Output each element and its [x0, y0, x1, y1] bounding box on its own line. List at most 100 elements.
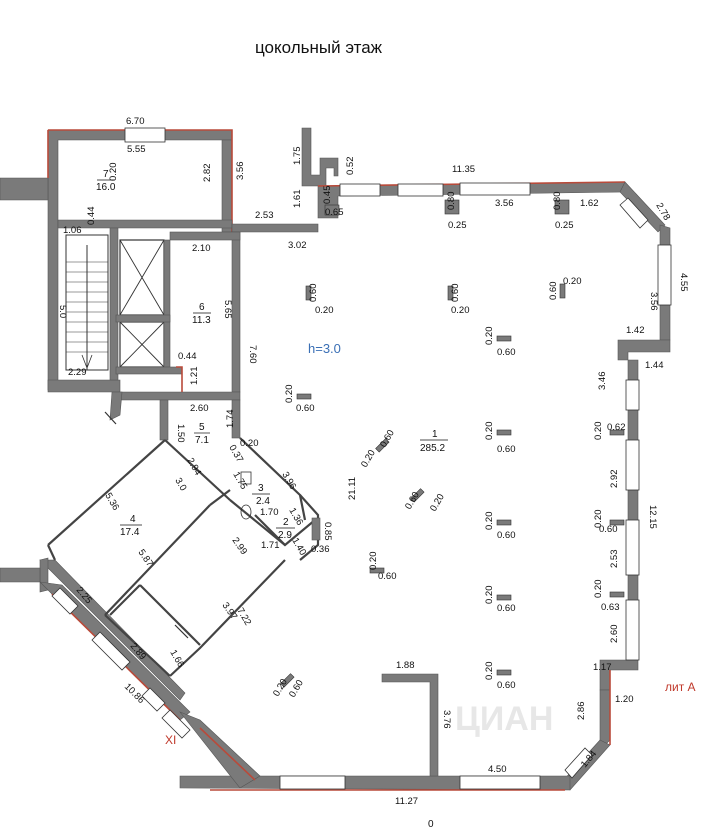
dim: 2.29 [68, 367, 87, 378]
column-label: 0.20 [451, 305, 470, 316]
dim: 12.15 [647, 505, 658, 529]
dim: 4.55 [678, 273, 689, 292]
dim: 2.60 [190, 403, 209, 414]
dim: 3.56 [235, 162, 246, 181]
column [496, 519, 512, 526]
column [369, 567, 385, 574]
dim: 1.06 [63, 225, 82, 236]
column-label: 0.20 [484, 327, 495, 346]
column-label: 0.60 [296, 403, 315, 414]
dim: 1.17 [593, 662, 612, 673]
column-label: 0.60 [308, 284, 319, 303]
windows [51, 127, 672, 790]
dim: 1.42 [626, 325, 645, 336]
column [324, 204, 340, 216]
dim: 2.10 [192, 243, 211, 254]
dim: 1.44 [645, 360, 664, 371]
room-2-area: 2.9 [278, 530, 292, 541]
column [280, 673, 295, 688]
dim: 0.80 [552, 192, 563, 211]
column-size-labels: 0.60 0.20 0.60 0.20 0.60 0.20 0.20 0.60 … [271, 276, 604, 700]
dim: 2.53 [609, 550, 620, 569]
room-7-area: 16.0 [96, 182, 116, 193]
room-4-area: 17.4 [120, 527, 140, 538]
column-label: 0.60 [378, 428, 397, 450]
dim: 1.70 [260, 507, 279, 518]
dim: 2.99 [230, 535, 250, 556]
dim: 10.86 [122, 681, 147, 706]
building-literal: лит А [665, 680, 696, 694]
dim: 5.55 [127, 144, 146, 155]
dim: 1.88 [396, 660, 415, 671]
room-labels: 7 16.0 6 11.3 5 7.1 4 17.4 3 2.4 2 2.9 1… [96, 169, 696, 830]
column-label: 0.20 [359, 448, 378, 470]
column-label: 0.20 [368, 552, 379, 571]
dim: 1.71 [261, 540, 280, 551]
room-3-number: 3 [258, 483, 264, 494]
dim: 1.74 [225, 410, 236, 429]
column-label: 0.20 [284, 385, 295, 404]
dim: 0.45 [322, 186, 333, 205]
dim: 1.21 [189, 367, 200, 386]
dim: 0.20 [108, 163, 119, 182]
dim: 11.27 [395, 796, 418, 807]
dim: 1.75 [292, 147, 303, 166]
columns [280, 199, 625, 688]
dim: 5.36 [102, 491, 121, 513]
watermark: ЦИАН [455, 700, 553, 738]
room-2-number: 2 [283, 517, 289, 528]
room-4-number: 4 [130, 514, 136, 525]
dim: 3.46 [597, 372, 608, 391]
dim: 0.52 [345, 157, 356, 176]
column [559, 283, 566, 299]
room-6-number: 6 [199, 302, 205, 313]
column-label: 0.60 [548, 282, 559, 301]
dim: 1.61 [292, 190, 303, 209]
column-label: 0.20 [563, 276, 582, 287]
dim: 3.56 [648, 292, 659, 311]
dim: 0.20 [240, 438, 259, 449]
column-label: 0.60 [497, 603, 516, 614]
dim: 21.11 [347, 477, 358, 500]
dim: 0.80 [446, 192, 457, 211]
dim: 2.53 [255, 210, 274, 221]
dim: 7.60 [247, 345, 258, 364]
column-label: 0.20 [484, 586, 495, 605]
column [444, 199, 460, 215]
dim: 3.0 [172, 476, 188, 493]
column [609, 429, 625, 436]
dim: 1.50 [175, 424, 186, 443]
dim: 2.92 [609, 470, 620, 489]
column-label: 0.20 [315, 305, 334, 316]
room-3-area: 2.4 [256, 496, 270, 507]
dim: 4.50 [488, 764, 507, 775]
column-label: 0.60 [497, 680, 516, 691]
dim: 3.56 [495, 198, 514, 209]
plan-title: цокольный этаж [255, 38, 383, 57]
room-1-area: 285.2 [420, 443, 445, 454]
dim: 1.62 [580, 198, 599, 209]
column [496, 335, 512, 342]
column-label: 0.60 [497, 444, 516, 455]
column [305, 285, 312, 301]
dim: 0.62 [607, 422, 626, 433]
dim: 6.70 [126, 116, 145, 127]
dim: 5.0 [57, 305, 68, 318]
column-label: 0.20 [484, 512, 495, 531]
dim: 1.75 [230, 470, 249, 492]
column-label: 0.60 [378, 571, 397, 582]
column [296, 393, 312, 400]
dim: 0.60 [599, 524, 618, 535]
column-label: 0.60 [450, 284, 461, 303]
room-6-area: 11.3 [192, 315, 211, 326]
interior-walls [47, 219, 439, 777]
room-5-area: 7.1 [195, 435, 209, 446]
ceiling-height: h=3.0 [308, 341, 341, 356]
dim: 2.94 [184, 456, 203, 478]
column [496, 669, 512, 676]
axis-mark: XI [165, 733, 176, 747]
dim: 0.44 [86, 207, 97, 226]
dim: 2.82 [202, 164, 213, 183]
dim: 3.96 [279, 470, 298, 492]
